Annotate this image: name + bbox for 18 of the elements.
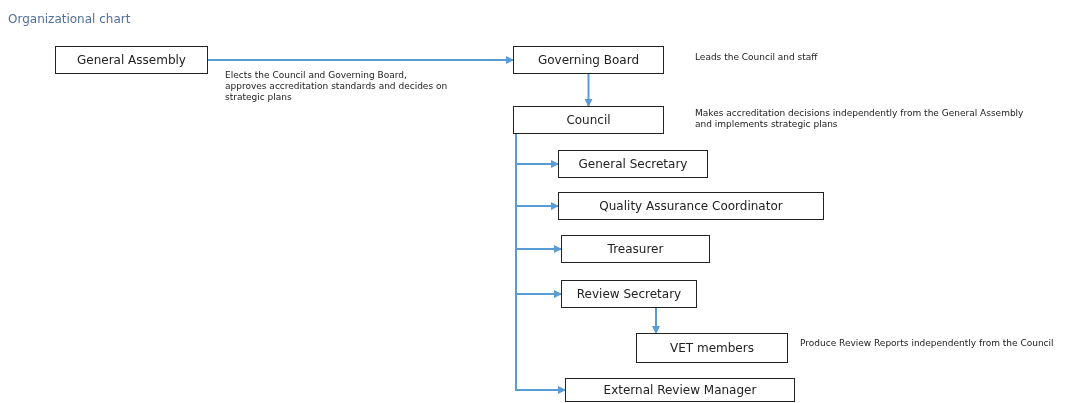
process-box: VET members [636,333,788,363]
arrow [515,133,566,394]
arrow [207,56,514,64]
description-note: Leads the Council and staff [695,52,819,63]
chart-title: Organizational chart [8,12,131,26]
description-note: Makes accreditation decisions independently from the General Assembly and implements strategic plans [695,108,1025,130]
process-box: Quality Assurance Coordinator [558,192,824,220]
process-box: Council [513,106,664,134]
process-box: External Review Manager [565,378,795,402]
process-box: Treasurer [561,235,710,263]
description-note: Produce Review Reports independently from the Council [800,338,1055,349]
process-box: Review Secretary [561,280,697,308]
process-box: Governing Board [513,46,664,74]
edge-label: Elects the Council and Governing Board, approves accreditation standards and decides on strategic plans [225,70,450,103]
process-box: General Secretary [558,150,708,178]
arrow [652,307,660,334]
arrow [584,73,593,107]
process-box: General Assembly [55,46,208,74]
